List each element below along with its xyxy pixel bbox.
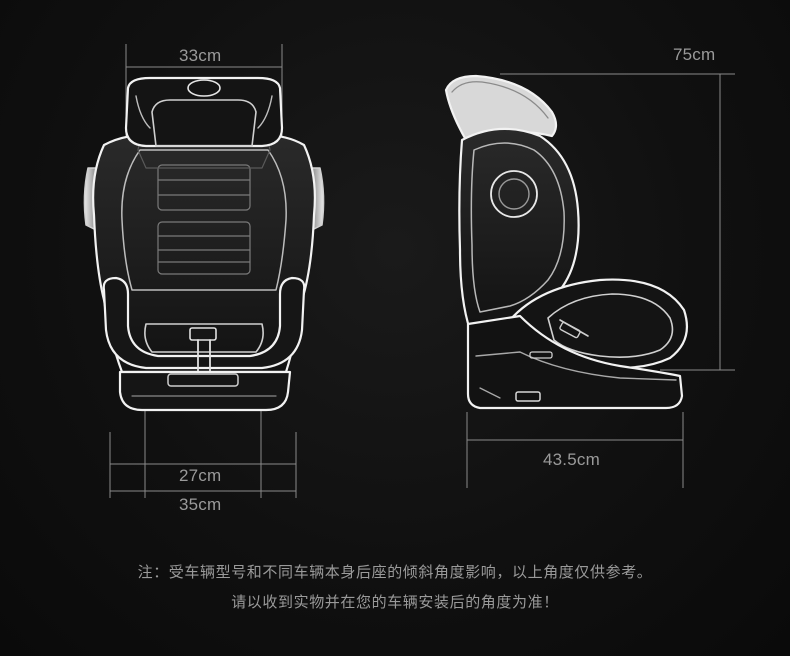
width-top-label: 33cm	[179, 46, 222, 65]
side-dimension-lines	[466, 73, 735, 488]
depth-label: 43.5cm	[543, 450, 600, 469]
seat-front-view	[83, 76, 325, 412]
height-label: 75cm	[673, 45, 716, 64]
width-base-outer-label: 35cm	[179, 495, 222, 514]
note-line-1: 注：受车辆型号和不同车辆本身后座的倾斜角度影响，以上角度仅供参考。	[137, 563, 653, 581]
note-line-2: 请以收到实物并在您的车辆安装后的角度为准！	[231, 593, 559, 611]
width-base-inner-label: 27cm	[179, 466, 222, 485]
seat-side-view	[444, 74, 688, 410]
front-dimension-lines	[109, 44, 297, 498]
